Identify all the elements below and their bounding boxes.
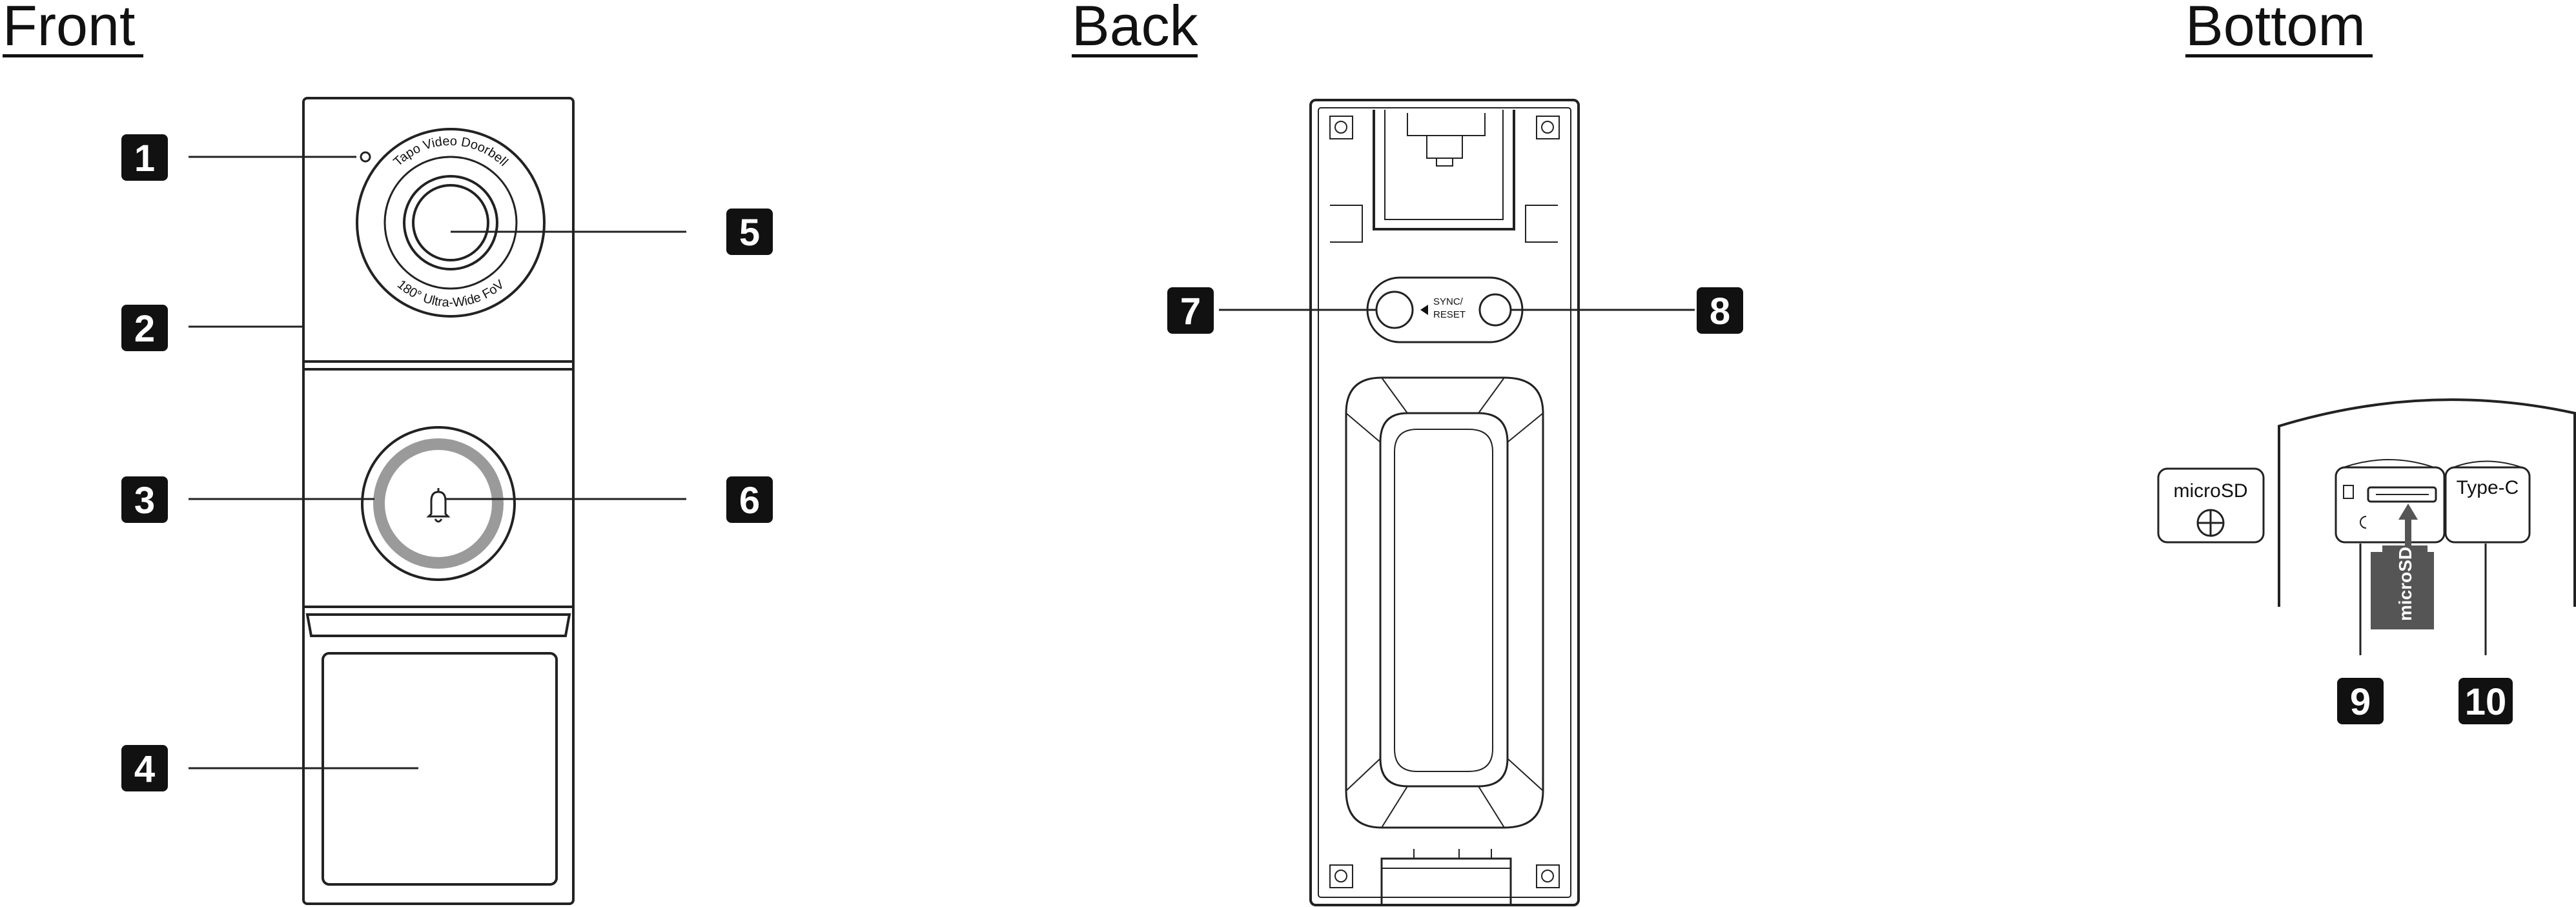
back-device-body [1309, 99, 1580, 906]
screw-top-right [1536, 116, 1560, 139]
callout-3: 3 [121, 476, 168, 523]
callout-8-number: 8 [1710, 290, 1730, 332]
top-bracket [1373, 110, 1515, 230]
front-chin-lip [305, 613, 571, 637]
callout-10: 10 [2458, 678, 2513, 724]
bell-icon [426, 488, 451, 523]
heading-front: Front [3, 0, 135, 57]
back-device-inner [1318, 107, 1571, 898]
sync-reset-button [1375, 290, 1414, 329]
back-recess-outer [1345, 376, 1544, 829]
callout-1: 1 [121, 134, 168, 181]
heading-bottom-underline [2185, 54, 2373, 57]
callout-8: 8 [1697, 287, 1743, 334]
sync-reset-label-line1: SYNC/ [1433, 296, 1464, 307]
microsd-reference-label: microSD [2173, 480, 2247, 502]
back-device [1309, 99, 1580, 906]
microsd-slot [2367, 486, 2437, 503]
screw-bottom-left [1329, 864, 1353, 888]
callout-9: 9 [2337, 678, 2384, 724]
callout-4-number: 4 [134, 748, 155, 790]
heading-bottom: Bottom [2185, 0, 2366, 57]
callout-6: 6 [726, 476, 773, 523]
microsd-slot-panel [2335, 466, 2446, 544]
type-c-panel [2444, 466, 2531, 544]
status-led [360, 151, 371, 163]
callout-3-badge [121, 476, 168, 523]
microsd-reference-box [2157, 467, 2265, 544]
front-device [302, 97, 575, 905]
callout-4-badge [121, 745, 168, 791]
screw-top-left [1329, 116, 1353, 139]
heading-front-underline [3, 54, 143, 57]
reset-pinhole [1478, 293, 1512, 327]
microsd-card-label: microSD [2395, 547, 2415, 621]
heading-back-underline [1072, 54, 1198, 57]
sync-reset-label-line2: RESET [1433, 309, 1466, 320]
doorbell-button [361, 426, 516, 581]
bottom-housing-outline [2278, 398, 2576, 607]
sync-reset-arrow-icon [1420, 305, 1428, 315]
callout-5: 5 [726, 209, 773, 255]
bottom-clip [1380, 857, 1512, 904]
microsd-card-icon [2371, 504, 2434, 629]
camera-lens [356, 128, 546, 318]
callout-9-number: 9 [2350, 681, 2371, 723]
callout-5-badge [726, 209, 773, 255]
heading-back: Back [1072, 0, 1199, 57]
callout-4: 4 [121, 745, 168, 791]
bottom-view [2157, 398, 2576, 607]
callout-3-number: 3 [134, 480, 155, 522]
callout-1-number: 1 [134, 138, 155, 179]
callout-6-badge [726, 476, 773, 523]
callout-8-badge [1697, 287, 1743, 334]
callout-2-number: 2 [134, 308, 155, 350]
callout-5-number: 5 [739, 212, 760, 254]
callout-7-number: 7 [1180, 290, 1201, 332]
screw-bottom-right [1536, 864, 1560, 888]
callout-7: 7 [1167, 287, 1214, 334]
front-device-body [302, 97, 575, 905]
callout-10-number: 10 [2465, 681, 2507, 723]
callout-2-badge [121, 305, 168, 351]
leader-lines [189, 156, 2487, 769]
type-c-label: Type-C [2457, 477, 2519, 498]
callout-10-badge [2458, 678, 2513, 724]
callout-2: 2 [121, 305, 168, 351]
callout-9-badge [2337, 678, 2384, 724]
callout-6-number: 6 [739, 480, 760, 522]
callout-1-badge [121, 134, 168, 181]
lens-ring-text-bottom: 180° Ultra-Wide FoV [394, 277, 507, 310]
callout-7-badge [1167, 287, 1214, 334]
